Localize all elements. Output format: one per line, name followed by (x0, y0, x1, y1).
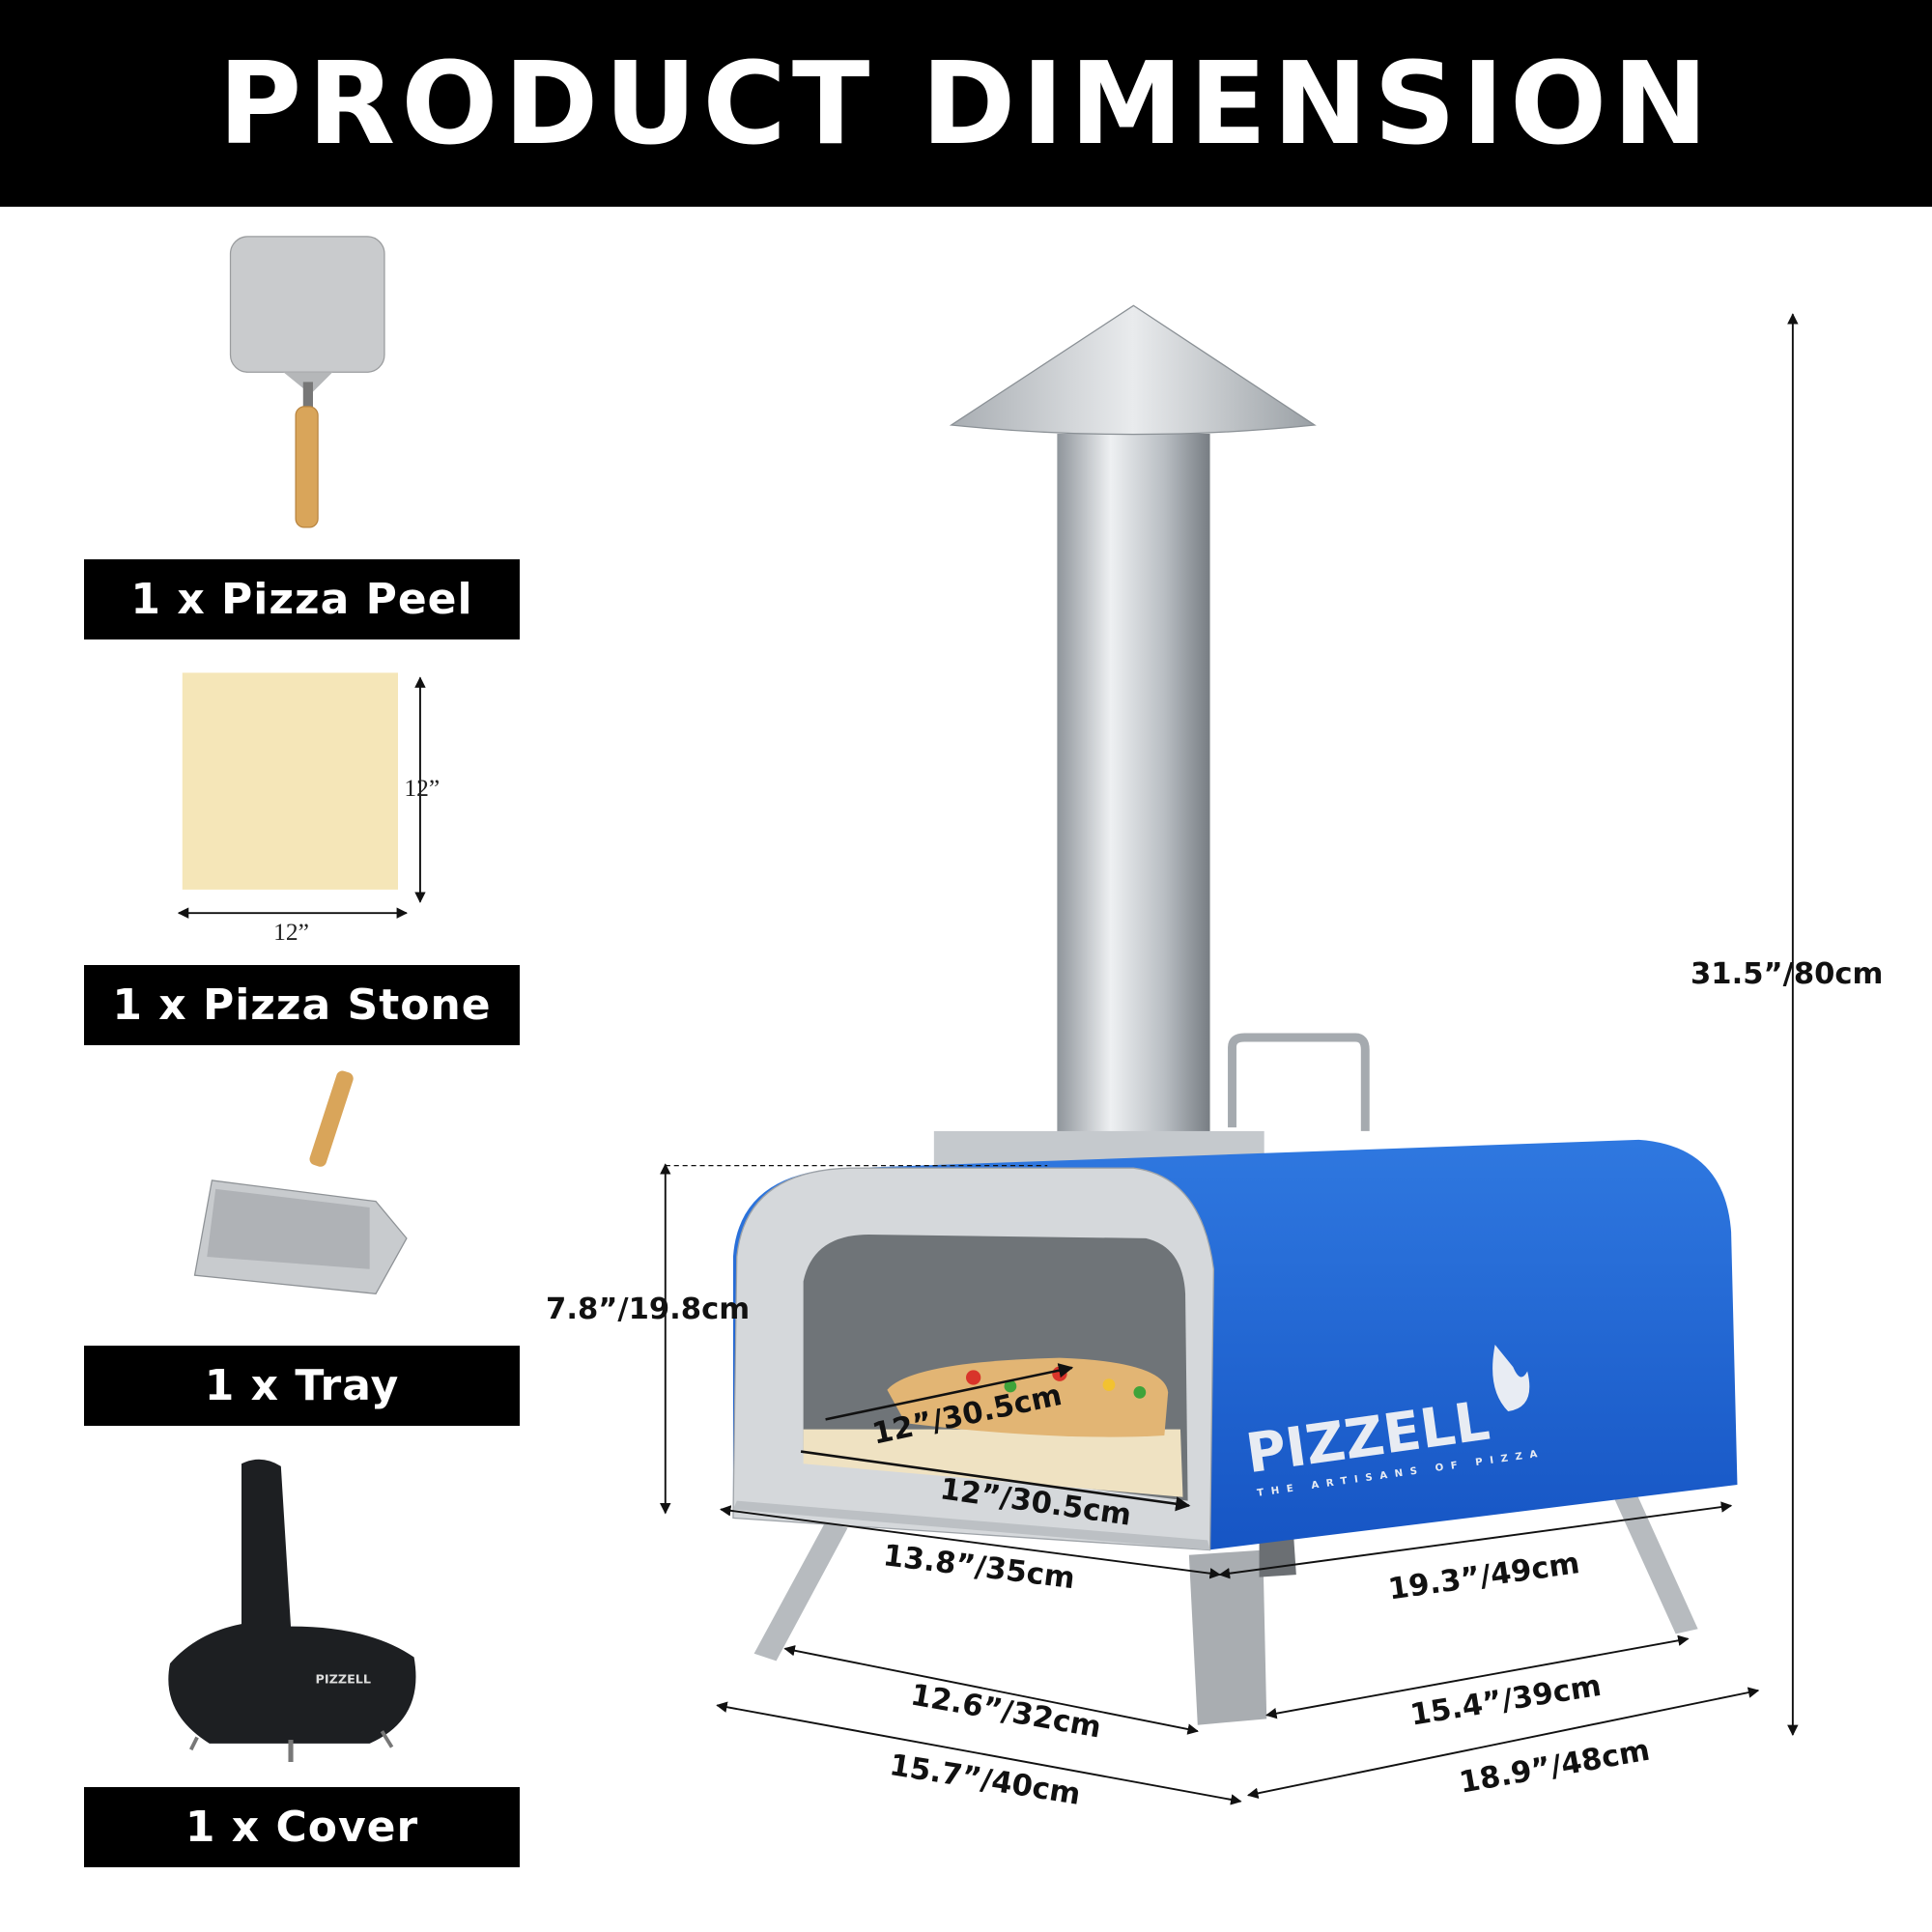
base-front-label: 15.7”/40cm (887, 1748, 1082, 1812)
stone-height-label: 12” (404, 774, 440, 802)
body-side-label: 19.3”/49cm (1386, 1547, 1581, 1606)
stone-width-label: 12” (273, 918, 309, 946)
pizza-stone-image: 12” 12” (177, 672, 440, 946)
tray-image (193, 1070, 408, 1294)
accessory-label-tray: 1 x Tray (84, 1346, 520, 1426)
legs-front-label: 12.6”/32cm (908, 1678, 1104, 1745)
total-height-label: 31.5”/80cm (1690, 957, 1883, 991)
base-side-label: 18.9”/48cm (1457, 1734, 1653, 1801)
body-height-label: 7.8”/19.8cm (546, 1293, 750, 1326)
body-front-label: 13.8”/35cm (881, 1539, 1076, 1596)
accessory-label-cover: 1 x Cover (84, 1787, 520, 1867)
pizza-peel-image (229, 236, 385, 528)
accessory-label-pizza-peel: 1 x Pizza Peel (84, 559, 520, 639)
pizza-oven-image: PIZZELL THE ARTISANS OF PIZZA (732, 304, 1738, 1725)
cover-image: PIZZELL (168, 1459, 416, 1762)
legs-side-label: 15.4”/39cm (1408, 1669, 1604, 1733)
accessory-label-pizza-stone: 1 x Pizza Stone (84, 965, 520, 1045)
header-banner: PRODUCT DIMENSION (0, 0, 1932, 207)
cover-logo: PIZZELL (316, 1672, 372, 1687)
page-title: PRODUCT DIMENSION (217, 37, 1715, 170)
